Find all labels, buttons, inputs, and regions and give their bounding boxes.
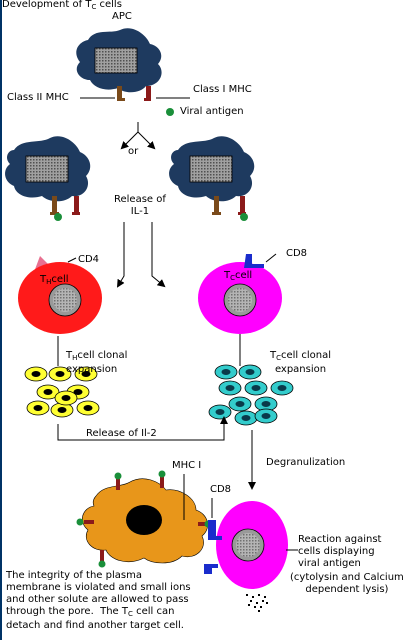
target-nucleus [126,505,162,535]
apc-label: APC [112,11,132,22]
class1-mhc-receptor [146,86,151,100]
class2-mhc-foot [117,98,125,101]
arrow-il1-left [116,222,125,288]
th-clone-cell [48,366,72,382]
cd8-receptor-bottom [208,520,222,540]
cd8-bottom-label: CD8 [210,484,232,495]
viral-antigen-dot-icon [166,108,174,116]
tc-clone-cell [208,404,232,420]
th-expansion-label: THcell clonal expansion [66,350,128,375]
th-clone-cell [24,366,48,382]
tc-clone-cell [238,364,262,380]
tc-expansion-label: TCcell clonal expansion [270,350,332,375]
tc-clone-cell [228,396,252,412]
granule-dot [260,606,262,608]
tc-clone-cell [218,380,242,396]
class2-mhc-label: Class II MHC [7,92,69,103]
granule-dot [258,594,260,596]
th-clone-cell [50,402,74,418]
degranulization-label: Degranulization [266,457,346,468]
tc-clone-cell [234,410,258,426]
arrow-il1-right [151,222,166,288]
class1-mhc-foot [144,98,151,101]
granule-dot [254,606,256,608]
th-clone-cell [54,390,78,406]
tc-clones [208,364,294,426]
apc-right [169,136,255,221]
granule-dot [258,610,260,612]
th-clone-cell [74,366,98,382]
granule-dot [250,600,252,602]
killer-tc-cell [204,501,288,589]
arrow-or-left [120,131,139,150]
arrow-il2 [57,416,228,441]
granule-dot [256,602,258,604]
granule-dot [248,604,250,606]
th-cell-icon [18,256,102,334]
class2-mhc-receptor [117,86,122,100]
tc-clone-cell [254,408,278,424]
granules-icon [246,594,268,612]
tc-clone-cell [270,380,294,396]
granule-dot [246,594,248,596]
apc-top [76,28,162,101]
tc-clone-cell [214,364,238,380]
granule-dot [262,600,264,602]
cd4-label: CD4 [78,254,100,265]
th-clones [24,366,100,418]
apc-left [5,136,91,221]
or-label: or [128,146,139,157]
th-clone-cell [76,400,100,416]
th-clone-cell [26,400,50,416]
cd8-receptor-top [244,254,264,268]
arrow-or-right [137,131,156,150]
target-cell-icon [76,470,212,568]
tc-cell-icon [198,254,282,334]
class1-mhc-label: Class I MHC [193,84,252,95]
integrity-paragraph: The integrity of the plasma membrane is … [6,570,191,631]
apc-nucleus [94,47,138,74]
viral-antigen-label: Viral antigen [180,106,244,117]
release-il2-label: Release of Il-2 [86,428,157,439]
granule-dot [266,602,268,604]
granule-dot [252,596,254,598]
cd8-top-label: CD8 [286,248,308,259]
release-il1-label: Release of IL-1 [114,194,166,217]
tc-clone-cell [254,396,278,412]
th-cell-label: THcell [40,274,69,286]
th-clone-cell [36,384,60,400]
diagram-title: Development of TC cells [2,0,122,11]
left-border [0,0,2,640]
tc-clone-cell [244,380,268,396]
reaction-label: Reaction against cells displaying viral … [298,534,382,569]
lysis-label: (cytolysin and Calcium dependent lysis) [290,572,404,595]
mhc1-label: MHC I [172,460,202,471]
tc-cell-label: TCcell [224,270,253,282]
granule-dot [264,596,266,598]
